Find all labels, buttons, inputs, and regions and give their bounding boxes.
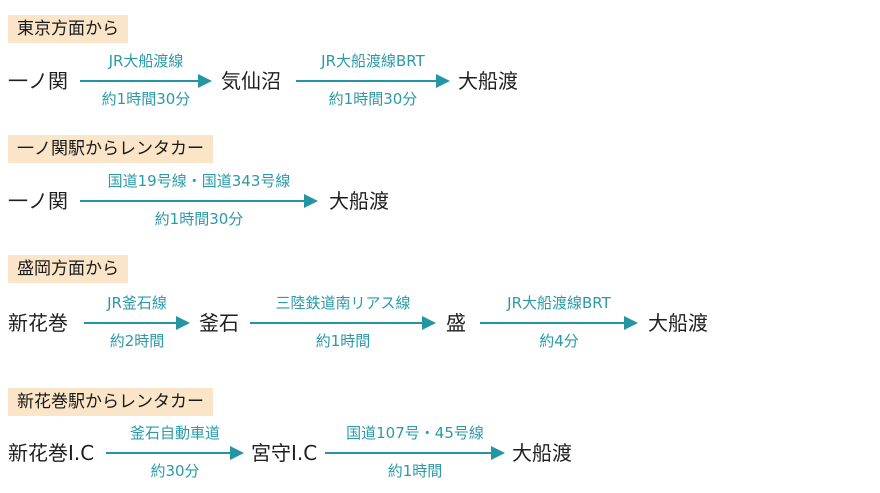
- leg-time-label: 約1時間30分: [101, 90, 191, 108]
- station-ofunato: 大船渡: [329, 189, 389, 213]
- leg-time-label: 約4分: [539, 332, 579, 350]
- leg-time-label: 約1時間30分: [154, 210, 244, 228]
- leg-line-label: JR釜石線: [107, 294, 167, 312]
- section-header-ichinoseki-rental: 一ノ関駅からレンタカー: [8, 135, 213, 163]
- leg-line-label: 国道107号・45号線: [346, 424, 484, 442]
- leg-time-label: 約30分: [150, 462, 200, 480]
- station-shinhanamaki-ic: 新花巻I.C: [8, 441, 95, 465]
- station-ichinoseki: 一ノ関: [8, 69, 68, 93]
- section-header-morioka: 盛岡方面から: [8, 255, 128, 283]
- leg-time-label: 約2時間: [109, 332, 165, 350]
- route-arrow: [84, 316, 190, 330]
- route-arrow: [325, 446, 505, 460]
- leg-line-label: JR大船渡線: [108, 52, 184, 70]
- leg-time-label: 約1時間: [315, 332, 371, 350]
- route-arrow: [106, 446, 244, 460]
- station-sakari: 盛: [446, 311, 466, 335]
- route-arrow: [80, 194, 318, 208]
- station-ofunato: 大船渡: [512, 441, 572, 465]
- leg-line-label: 釜石自動車道: [129, 424, 220, 442]
- route-arrow: [80, 74, 212, 88]
- route-arrow: [250, 316, 436, 330]
- section-header-tokyo: 東京方面から: [8, 15, 128, 43]
- leg-line-label: 三陸鉄道南リアス線: [275, 294, 411, 312]
- route-arrow: [296, 74, 450, 88]
- leg-line-label: JR大船渡線BRT: [321, 52, 425, 70]
- station-ofunato: 大船渡: [648, 311, 708, 335]
- leg-time-label: 約1時間: [387, 462, 443, 480]
- leg-line-label: 国道19号線・国道343号線: [107, 172, 291, 190]
- station-miyamori-ic: 宮守I.C: [251, 441, 318, 465]
- leg-time-label: 約1時間30分: [328, 90, 418, 108]
- station-ofunato: 大船渡: [458, 69, 518, 93]
- section-header-shinhanamaki-rental: 新花巻駅からレンタカー: [8, 388, 213, 416]
- station-kesennuma: 気仙沼: [221, 69, 281, 93]
- station-shinhanamaki: 新花巻: [8, 311, 68, 335]
- station-ichinoseki: 一ノ関: [8, 189, 68, 213]
- leg-line-label: JR大船渡線BRT: [507, 294, 611, 312]
- station-kamaishi: 釜石: [199, 311, 239, 335]
- route-arrow: [480, 316, 638, 330]
